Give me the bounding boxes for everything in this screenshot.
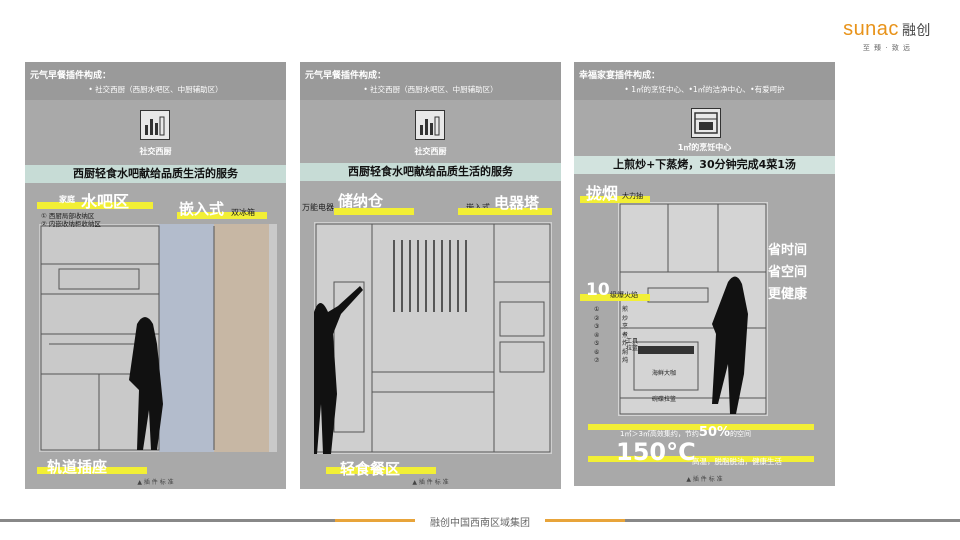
callout-fire-level: 10 xyxy=(586,280,610,300)
callout-storage: 储纳仓 xyxy=(338,192,384,210)
stat-space-saving: 1㎡＞3㎡高效集约，节约50%的空间 xyxy=(620,425,752,440)
benefit-save-space: 省空间 xyxy=(768,265,808,280)
callout-appliance-tower: 电器塔 xyxy=(494,194,540,212)
oven-icon xyxy=(691,108,721,138)
kitchen-sketch xyxy=(39,224,277,452)
highlight-bar xyxy=(334,208,414,215)
highlight-bar xyxy=(37,202,153,209)
footer-divider-right xyxy=(548,519,960,522)
brand-name: sunac xyxy=(843,18,899,40)
panel-title: 幸福家宴插件构成： xyxy=(579,71,661,81)
callout-embedded-small: 嵌入式 xyxy=(466,202,490,213)
brand-tagline: 至 臻 · 致 远 xyxy=(862,44,912,52)
panel-social-kitchen-2: 元气早餐插件构成： • 社交西厨（西厨水吧区、中厨辅助区） 社交西厨 西厨轻食水… xyxy=(300,62,561,489)
highlight-bar xyxy=(588,424,814,430)
panel-subtitle: • 社交西厨（西厨水吧区、中厨辅助区） xyxy=(363,85,498,94)
callout-water-bar: 水吧区 xyxy=(81,192,130,211)
footer-divider-left xyxy=(0,519,410,522)
highlight-bar xyxy=(37,467,147,474)
panel-subtitle: • 1㎡的烹饪中心、•1㎡的洁净中心、•有爱呵护 xyxy=(624,85,785,94)
highlight-bar xyxy=(326,467,436,474)
note-2: ② 内嵌收纳柜收纳区 xyxy=(41,220,101,228)
panel-header: 元气早餐插件构成： • 社交西厨（西厨水吧区、中厨辅助区） xyxy=(25,62,286,100)
callout-fire-level-label: 级爆火焰 xyxy=(610,291,638,299)
callout-smoke-control: 拢烟 xyxy=(586,184,619,203)
icon-label: 社交西厨 xyxy=(414,147,447,156)
panel-subtitle: • 社交西厨（西厨水吧区、中厨辅助区） xyxy=(88,85,223,94)
benefit-save-time: 省时间 xyxy=(768,243,808,258)
benefit-healthier: 更健康 xyxy=(768,287,808,302)
callout-all-appliance: 万能电器 xyxy=(302,203,334,212)
panel-header: 幸福家宴插件构成： • 1㎡的烹饪中心、•1㎡的洁净中心、•有爱呵护 xyxy=(574,62,835,100)
service-banner: 西厨轻食水吧献给品质生活的服务 xyxy=(25,165,286,183)
highlight-bar xyxy=(580,196,650,203)
footer-accent-right xyxy=(545,519,625,522)
panel-header: 元气早餐插件构成： • 社交西厨（西厨水吧区、中厨辅助区） xyxy=(300,62,561,100)
label-dish-basket: 碗碟拉篮 xyxy=(652,396,677,403)
footer-company: 融创中国西南区域集团 xyxy=(430,518,530,529)
stat-temperature: 150°C xyxy=(616,438,696,466)
footer-accent-left xyxy=(335,519,415,522)
callout-embedded: 嵌入式 xyxy=(179,200,225,218)
panel-footer-label: ▲ 插 件 标 准 xyxy=(686,476,723,483)
panel-social-kitchen-1: 元气早餐插件构成： • 社交西厨（西厨水吧区、中厨辅助区） 社交西厨 西厨轻食水… xyxy=(25,62,286,489)
kitchen-icon xyxy=(140,110,170,140)
service-banner: 上煎炒+下蒸烤，30分钟完成4菜1汤 xyxy=(574,156,835,174)
icon-label: 1㎡的烹饪中心 xyxy=(677,143,732,152)
highlight-bar xyxy=(177,212,267,219)
callout-strong-extraction: 大力抽 xyxy=(622,192,643,200)
panel-title: 元气早餐插件构成： xyxy=(305,71,387,81)
highlight-bar xyxy=(588,456,814,462)
kitchen-icon xyxy=(415,110,445,140)
label-oven: 海鲜大咖 xyxy=(652,370,677,377)
label-tool-basket: 工具拉篮 xyxy=(626,338,639,352)
highlight-bar xyxy=(458,208,552,215)
service-banner: 西厨轻食水吧献给品质生活的服务 xyxy=(300,163,561,181)
panel-family-feast: 幸福家宴插件构成： • 1㎡的烹饪中心、•1㎡的洁净中心、•有爱呵护 1㎡的烹饪… xyxy=(574,62,835,486)
brand-name-cn: 融创 xyxy=(901,22,931,38)
callout-double-fridge: 双冰箱 xyxy=(231,208,255,217)
note-1: ① 西厨局部收纳区 xyxy=(41,212,95,220)
cooking-methods: 煎炒烹煮炸焖炖 xyxy=(622,306,629,364)
callout-family: 家庭 xyxy=(59,195,75,204)
panel-title: 元气早餐插件构成： xyxy=(30,71,112,81)
icon-label: 社交西厨 xyxy=(139,147,172,156)
kitchen-sketch xyxy=(309,222,552,454)
stat-temperature-text: 高温，脱脂脱油，健康生活 xyxy=(692,457,782,466)
callout-track-socket: 轨道插座 xyxy=(47,458,108,476)
callout-light-dining: 轻食餐区 xyxy=(340,460,401,478)
benefit-list: 省时间 省空间 更健康 xyxy=(768,240,807,306)
panel-footer-label: ▲ 插 件 标 准 xyxy=(137,479,174,486)
highlight-bar xyxy=(580,294,650,301)
kitchen-sketch xyxy=(618,202,768,416)
panel-footer-label: ▲ 插 件 标 准 xyxy=(412,479,449,486)
